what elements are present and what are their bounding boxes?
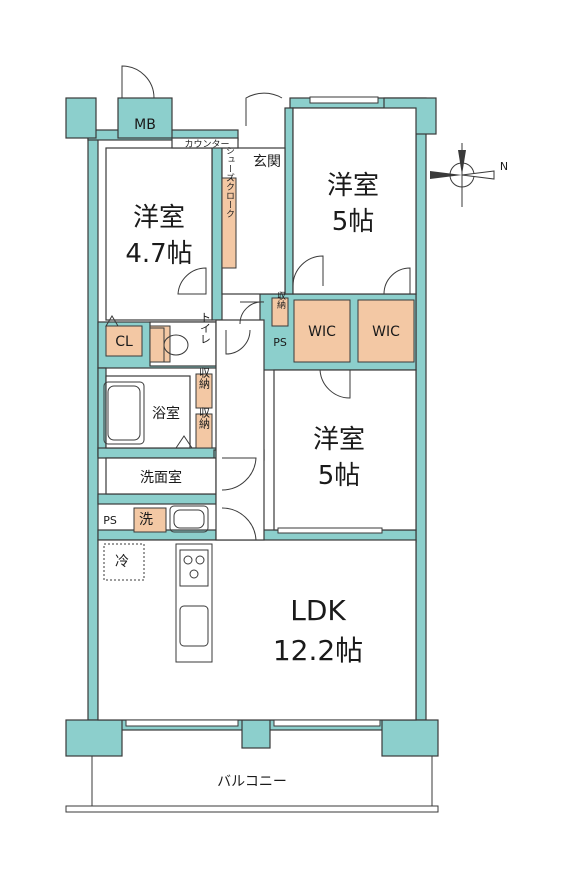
compass-north-label: N xyxy=(500,160,508,173)
ps-1-label: PS xyxy=(273,336,287,349)
storage-areas xyxy=(105,177,415,533)
western-room-1-name: 洋室 xyxy=(133,203,185,233)
closet-label: CL xyxy=(115,334,133,350)
balcony xyxy=(65,756,439,813)
western-room-3-name: 洋室 xyxy=(313,425,365,455)
rooms xyxy=(97,107,417,721)
balcony-label: バルコニー xyxy=(217,774,287,790)
wic-1-label: WIC xyxy=(308,324,336,340)
ldk-size: 12.2帖 xyxy=(273,634,363,667)
compass-icon: N xyxy=(430,143,508,207)
counter-label: カウンター xyxy=(184,139,229,150)
area-labels: MB カウンター 玄関 シューズクローク CL トイレ 収納 収納 収納 PS … xyxy=(103,117,400,790)
fixtures xyxy=(103,315,213,663)
shoes-cloak-label: シューズクローク xyxy=(224,146,235,218)
washroom-label: 洗面室 xyxy=(140,469,182,486)
room-labels: 洋室 4.7帖 洋室 5帖 洋室 5帖 LDK 12.2帖 xyxy=(125,171,379,667)
washer-label: 洗 xyxy=(139,512,153,528)
fridge-label: 冷 xyxy=(115,554,129,570)
storage-c-label: 収納 xyxy=(198,407,211,430)
western-room-2-size: 5帖 xyxy=(332,207,375,237)
mb-label: MB xyxy=(134,117,156,133)
western-room-3-size: 5帖 xyxy=(318,461,361,491)
entrance-label: 玄関 xyxy=(253,153,281,170)
ldk-name: LDK xyxy=(290,594,346,627)
wic-2-label: WIC xyxy=(372,324,400,340)
western-room-1-size: 4.7帖 xyxy=(125,239,192,269)
storage-a-label: 収納 xyxy=(275,290,286,310)
doors xyxy=(121,65,411,541)
windows xyxy=(125,96,383,727)
western-room-2-name: 洋室 xyxy=(327,171,379,201)
storage-b-label: 収納 xyxy=(198,367,211,390)
ps-2-label: PS xyxy=(103,514,117,527)
bathroom-label: 浴室 xyxy=(152,405,180,422)
toilet-label: トイレ xyxy=(199,312,212,345)
